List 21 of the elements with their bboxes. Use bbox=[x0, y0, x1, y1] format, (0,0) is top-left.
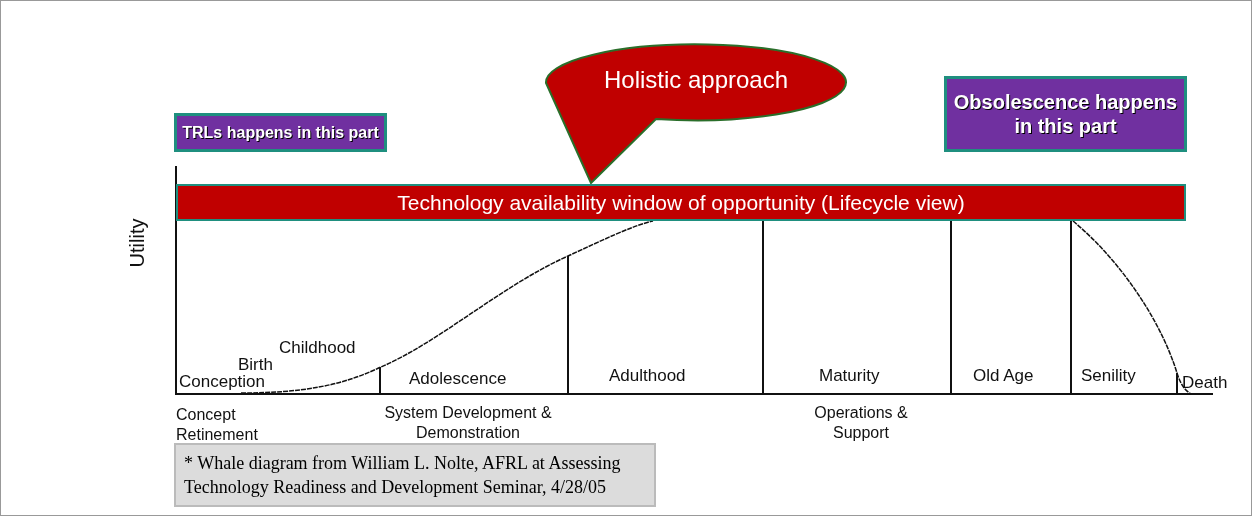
source-note: * Whale diagram from William L. Nolte, AFRL at Assessing Technology Readiness and Development Seminar, 4/28/05 bbox=[174, 443, 656, 507]
phase-label: Operations & Support bbox=[813, 403, 909, 443]
stage-label: Maturity bbox=[819, 366, 880, 386]
axis-label: Utility bbox=[127, 218, 148, 268]
phase-label: Concept Retinement bbox=[176, 405, 259, 445]
stage-label: Old Age bbox=[973, 366, 1034, 386]
stage-label: Childhood bbox=[279, 338, 356, 358]
stage-label: Birth bbox=[238, 355, 273, 375]
callout-box bbox=[944, 76, 1187, 152]
callout-box bbox=[174, 113, 387, 152]
box-text: Obsolescence happens in this part bbox=[952, 90, 1179, 138]
stage-label: Death bbox=[1182, 373, 1228, 393]
phase-label: System Development & Demonstration bbox=[383, 403, 553, 443]
box-text: Technology availability window of opportunity (Lifecycle view) bbox=[397, 190, 965, 215]
stage-label: Adolescence bbox=[409, 369, 507, 389]
box-text: Holistic approach bbox=[602, 66, 790, 94]
banner-bar bbox=[176, 184, 1186, 221]
stage-label: Senility bbox=[1081, 366, 1136, 386]
stage-label: Adulthood bbox=[609, 366, 686, 386]
stage-label: Conception bbox=[179, 372, 265, 392]
box-text: TRLs happens in this part bbox=[181, 122, 380, 143]
